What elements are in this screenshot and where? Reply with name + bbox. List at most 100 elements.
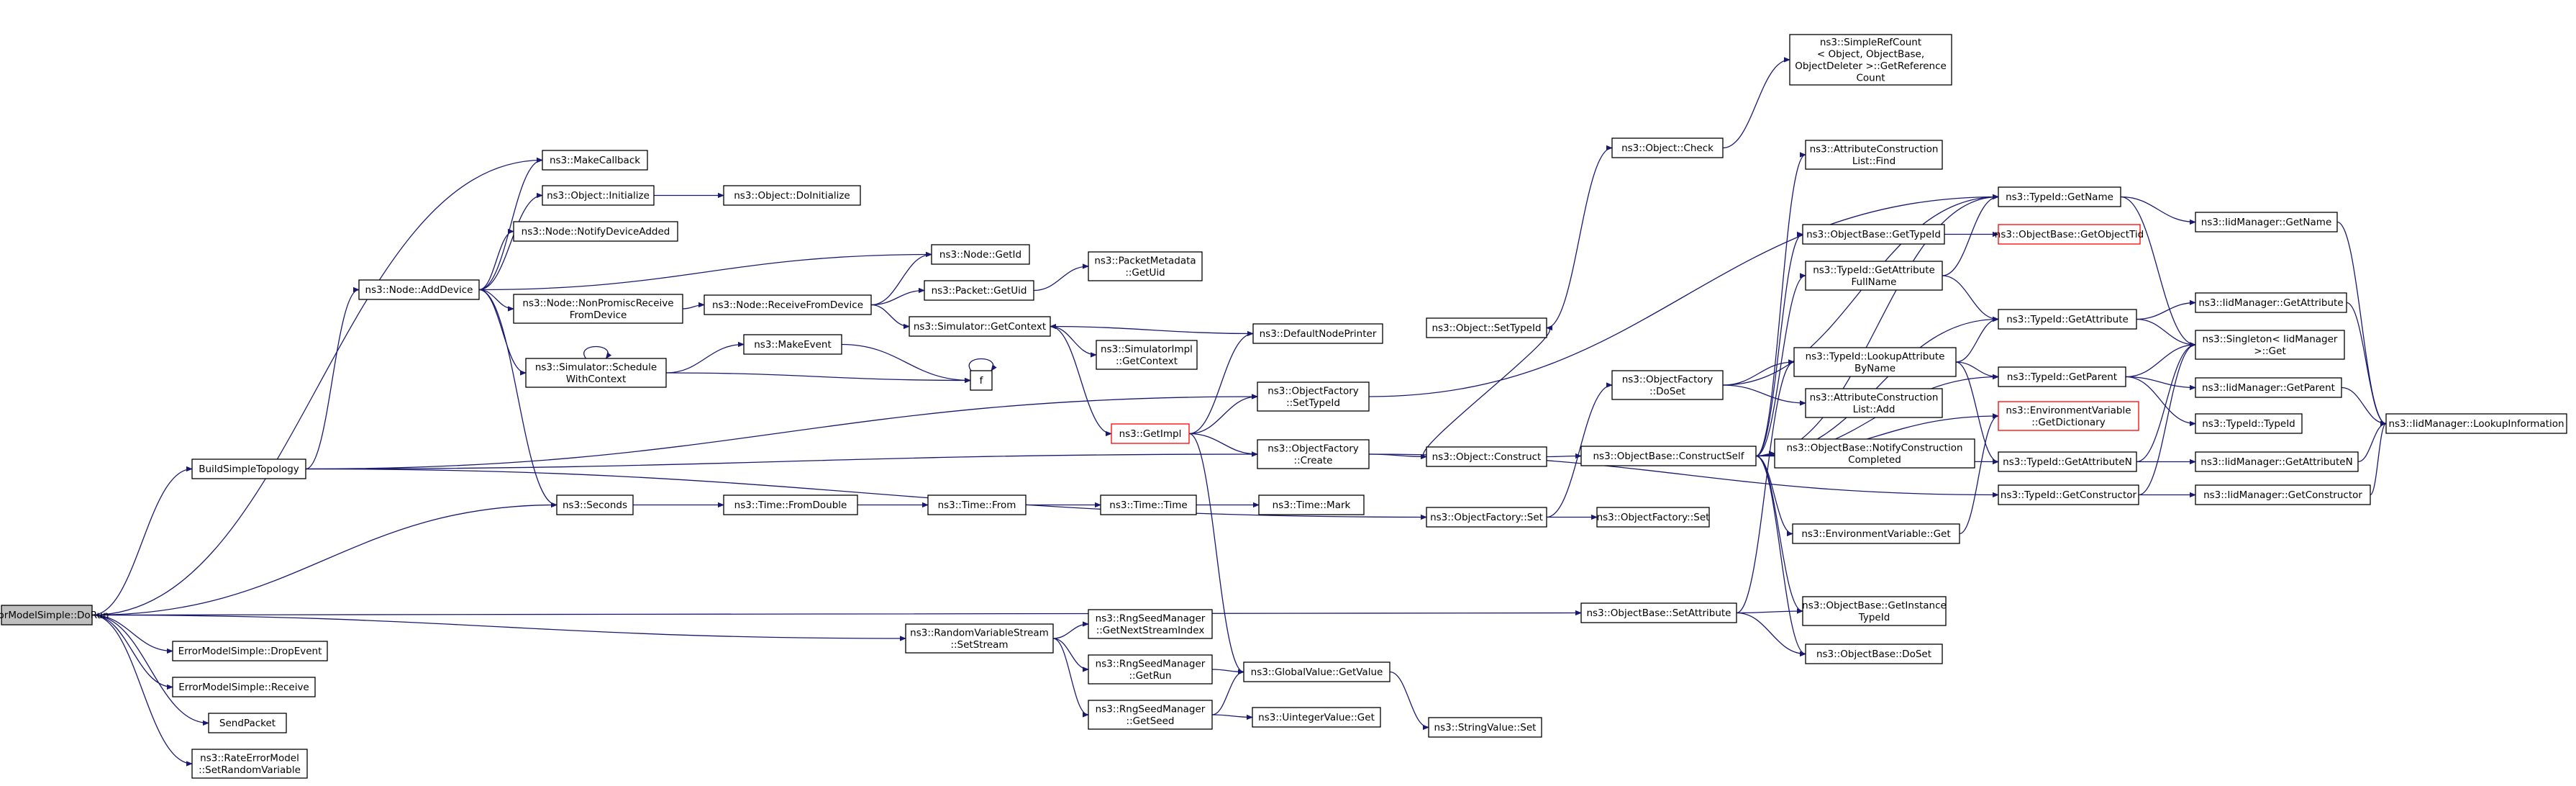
node-objconstruct[interactable]: ns3::Object::Construct [1426,446,1547,467]
call-nodes: ErrorModelSimple::DoRun BuildSimpleTopolo… [0,34,2567,779]
node-box [704,294,872,315]
node-setrandvar[interactable]: ns3::RateErrorModel::SetRandomVariable [191,749,308,779]
node-box [1805,140,1943,170]
node-timetime[interactable]: ns3::Time::Time [1100,494,1197,515]
node-tidgetparent[interactable]: ns3::TypeId::GetParent [1998,366,2126,387]
node-simplerefcount[interactable]: ns3::SimpleRefCount< Object, ObjectBase,… [1789,34,1952,86]
node-obsetattr[interactable]: ns3::ObjectBase::SetAttribute [1580,602,1737,623]
node-box [358,279,480,300]
node-label: BuildSimpleTopology [199,464,299,475]
node-iidlookup[interactable]: ns3::IidManager::LookupInformation [2385,413,2567,434]
node-box [723,494,858,515]
node-ofset[interactable]: ns3::ObjectFactory::Set [1426,507,1547,528]
node-obgettypeid[interactable]: ns3::ObjectBase::GetTypeId [1802,224,1945,245]
node-adddevice[interactable]: ns3::Node::AddDevice [358,279,480,300]
node-iidgetattr[interactable]: ns3::IidManager::GetAttribute [2195,292,2347,313]
node-packetgetuid[interactable]: ns3::Packet::GetUid [924,280,1034,301]
edge-packetgetuid-to-pktmeta [1033,266,1088,292]
node-label: ns3::Object::DoInitialize [734,190,850,202]
node-obnotify[interactable]: ns3::ObjectBase::NotifyConstructionCompl… [1774,438,1975,469]
node-simgetctx[interactable]: ns3::Simulator::GetContext [909,316,1051,337]
node-iidgetattrn[interactable]: ns3::IidManager::GetAttributeN [2195,451,2359,472]
node-singletonget[interactable]: ns3::Singleton< IidManager >::Get [2195,330,2345,360]
node-ofdoset[interactable]: ns3::ObjectFactory::DoSet [1611,370,1724,400]
node-receive[interactable]: ErrorModelSimple::Receive [172,677,316,697]
node-objsettypeid[interactable]: ns3::Object::SetTypeId [1426,317,1547,338]
node-label: ns3::ObjectFactory [1267,385,1359,397]
node-obconstructself[interactable]: ns3::ObjectBase::ConstructSelf [1580,446,1757,466]
node-makecallback[interactable]: ns3::MakeCallback [542,150,648,171]
node-pktmeta[interactable]: ns3::PacketMetadata::GetUid [1088,251,1203,281]
node-timefrom[interactable]: ns3::Time::From [927,494,1027,515]
node-tidgetctor[interactable]: ns3::TypeId::GetConstructor [1998,484,2139,505]
node-dostart[interactable]: ns3::Object::DoInitialize [723,185,861,206]
node-buildtopo[interactable]: BuildSimpleTopology [191,458,306,479]
node-tidtypeid[interactable]: ns3::TypeId::TypeId [2195,413,2303,434]
node-notifydev[interactable]: ns3::Node::NotifyDeviceAdded [513,221,678,242]
node-rngnextstream[interactable]: ns3::RngSeedManager::GetNextStreamIndex [1088,609,1213,639]
edge-adddevice-to-nonpromisc [478,289,514,310]
node-label: ns3::ObjectFactory::Set [1597,512,1710,523]
node-rvsetstream[interactable]: ns3::RandomVariableStream::SetStream [905,623,1054,654]
node-label: ns3::DefaultNodePrinter [1260,328,1377,340]
edge-simgetctx-to-getimpl [1050,325,1112,434]
node-uintget[interactable]: ns3::UintegerValue::Get [1252,707,1381,728]
node-timemark[interactable]: ns3::Time::Mark [1258,494,1365,515]
node-f[interactable]: f [970,370,993,391]
node-strset[interactable]: ns3::StringValue::Set [1428,717,1542,738]
node-tidgetattrn[interactable]: ns3::TypeId::GetAttributeN [1998,451,2137,472]
call-edges [91,60,2387,764]
node-label: ErrorModelSimple::DropEvent [178,646,322,657]
node-box [2195,451,2359,472]
node-label: >::Get [2254,345,2285,357]
node-box [1088,700,1213,730]
node-rnggetrun[interactable]: ns3::RngSeedManager::GetRun [1088,654,1213,685]
node-dorun[interactable]: ErrorModelSimple::DoRun [0,605,109,625]
node-iidgetparent[interactable]: ns3::IidManager::GetParent [2195,377,2342,398]
node-box [1580,602,1737,623]
edge-ofdoset-to-tidlookupattr [1722,362,1794,386]
node-box [513,294,683,324]
node-getimpl[interactable]: ns3::GetImpl [1111,423,1190,444]
node-label: ns3::Node::NonPromiscReceive [522,297,673,309]
node-label: ns3::Packet::GetUid [932,285,1027,297]
node-makeevent[interactable]: ns3::MakeEvent [743,334,842,355]
node-label: ns3::SimpleRefCount [1820,37,1921,48]
node-recvfromdev[interactable]: ns3::Node::ReceiveFromDevice [704,294,872,315]
node-ofcreate[interactable]: ns3::ObjectFactory::Create [1257,439,1370,469]
node-ofsettypeid[interactable]: ns3::ObjectFactory::SetTypeId [1257,381,1370,412]
node-gvgetvalue[interactable]: ns3::GlobalValue::GetValue [1243,661,1391,682]
node-envgetdict[interactable]: ns3::EnvironmentVariable::GetDictionary [1998,401,2139,431]
node-obgetobjtid[interactable]: ns3::ObjectBase::GetObjectTid [1995,224,2144,245]
node-label: ns3::Object::Construct [1432,451,1542,463]
node-iidgetctor[interactable]: ns3::IidManager::GetConstructor [2195,484,2371,505]
node-tidgetname[interactable]: ns3::TypeId::GetName [1998,186,2121,207]
edge-rnggetseed-to-gvgetvalue [1211,672,1244,715]
node-sendpacket[interactable]: SendPacket [208,713,287,733]
node-seconds[interactable]: ns3::Seconds [556,494,634,515]
node-iidgetname[interactable]: ns3::IidManager::GetName [2195,212,2338,232]
edge-dorun-to-buildtopo [91,469,192,616]
node-obdoset[interactable]: ns3::ObjectBase::DoSet [1805,643,1943,664]
node-ofset2[interactable]: ns3::ObjectFactory::Set [1596,507,1710,528]
node-defnodeprinter[interactable]: ns3::DefaultNodePrinter [1252,323,1383,344]
node-fromdouble[interactable]: ns3::Time::FromDouble [723,494,858,515]
node-simimplctx[interactable]: ns3::SimulatorImpl::GetContext [1096,340,1198,370]
node-objinit[interactable]: ns3::Object::Initialize [542,185,655,206]
node-label: ns3::IidManager::GetAttribute [2198,297,2343,309]
node-nodegetid[interactable]: ns3::Node::GetId [931,244,1030,265]
node-label: ns3::RngSeedManager [1096,613,1206,624]
edge-dorun-to-sendpacket [91,614,209,723]
node-tidgetattr[interactable]: ns3::TypeId::GetAttribute [1998,309,2137,330]
node-envget[interactable]: ns3::EnvironmentVariable::Get [1792,523,1960,544]
node-objcheck[interactable]: ns3::Object::Check [1611,137,1724,158]
node-rnggetseed[interactable]: ns3::RngSeedManager::GetSeed [1088,700,1213,730]
node-dropevent[interactable]: ErrorModelSimple::DropEvent [172,641,328,661]
